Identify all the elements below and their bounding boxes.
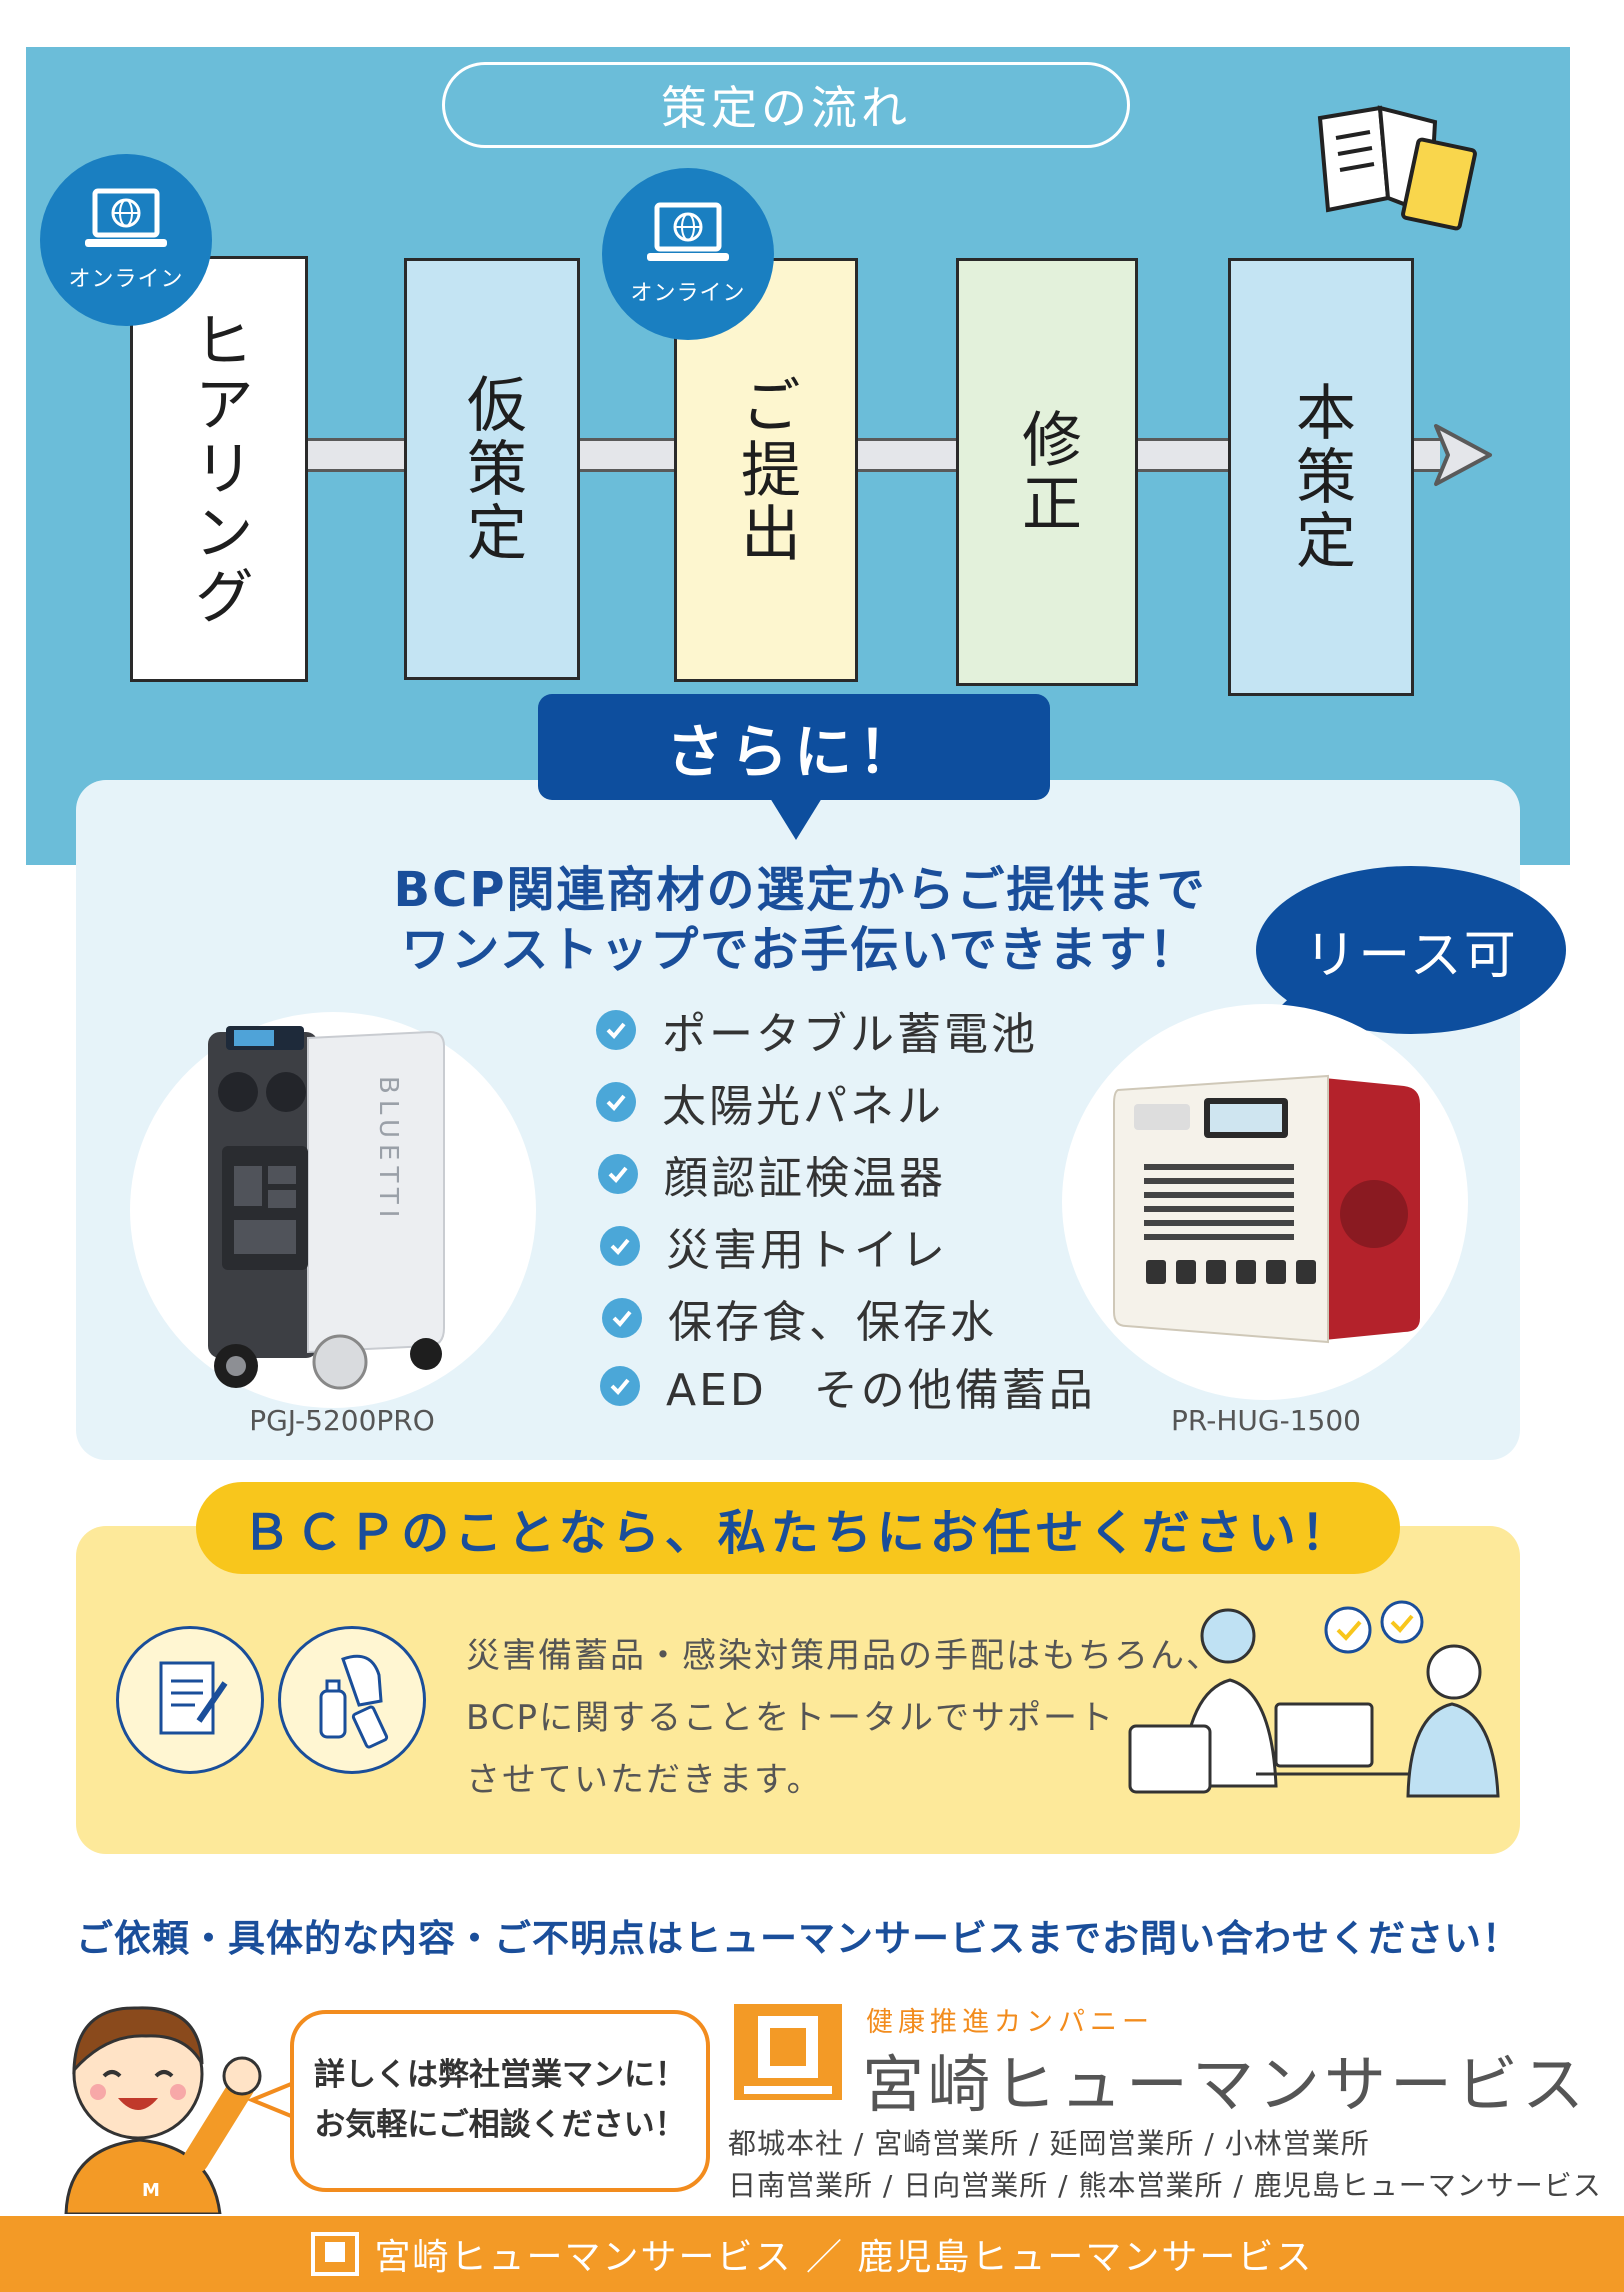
list-item-label: 顔認証検温器 xyxy=(664,1153,946,1204)
list-item: 保存食、保存水 xyxy=(602,1286,1162,1350)
svg-text:M: M xyxy=(142,2180,160,2201)
online-badge: オンライン xyxy=(40,154,212,326)
power-station-image xyxy=(1113,1074,1420,1344)
flow-step-label: 仮策定 xyxy=(456,373,527,565)
check-icon xyxy=(596,1010,636,1050)
speech-line-1: 詳しくは弊社営業マンに！ xyxy=(314,2057,686,2094)
supplies-icon xyxy=(278,1626,426,1774)
office-list-2: 日南営業所 / 日向営業所 / 熊本営業所 / 鹿児島ヒューマンサービス xyxy=(728,2169,1602,2202)
list-item-label: AED その他備蓄品 xyxy=(666,1365,1096,1416)
company-logo-icon xyxy=(734,2004,842,2100)
list-item: 太陽光パネル xyxy=(596,1070,1156,1134)
flow-step-hearing: ヒアリング xyxy=(130,256,308,682)
flow-step-label: 本策定 xyxy=(1285,381,1356,573)
list-item: 災害用トイレ xyxy=(600,1214,1160,1278)
products-headline-2: ワンストップでお手伝いできます！ xyxy=(401,922,1199,978)
laptop-icon xyxy=(647,202,729,261)
contact-message: ご依頼・具体的な内容・ご不明点はヒューマンサービスまでお問い合わせください！ xyxy=(76,1917,1520,1960)
list-item-label: 災害用トイレ xyxy=(666,1225,948,1276)
check-icon xyxy=(596,1082,636,1122)
svg-text:BLUETTI: BLUETTI xyxy=(373,1076,403,1223)
flow-step-revise: 修正 xyxy=(956,258,1138,686)
furthermore-badge-tip xyxy=(770,798,822,840)
online-label: オンライン xyxy=(68,267,184,292)
products-headline-1: BCP関連商材の選定からご提供まで xyxy=(393,862,1207,918)
check-icon xyxy=(598,1154,638,1194)
speech-line-2: お気軽にご相談ください！ xyxy=(314,2107,686,2143)
list-item-label: 保存食、保存水 xyxy=(668,1297,997,1348)
list-item-label: 太陽光パネル xyxy=(662,1081,944,1132)
online-badge: オンライン xyxy=(602,168,774,340)
online-label: オンライン xyxy=(630,281,746,306)
list-item: ポータブル蓄電池 xyxy=(596,998,1156,1062)
office-list-1: 都城本社 / 宮崎営業所 / 延岡営業所 / 小林営業所 xyxy=(728,2127,1370,2160)
speech-bubble-tail xyxy=(248,2080,297,2120)
lease-badge: リース可 xyxy=(1256,866,1566,1034)
flow-step-final: 本策定 xyxy=(1228,258,1414,696)
brand-name: 宮崎ヒューマンサービス xyxy=(862,2048,1589,2121)
portable-battery-image: BLUETTI xyxy=(208,1026,445,1390)
support-text-3: させていただきます。 xyxy=(466,1760,823,1800)
flow-step-label: 修正 xyxy=(1011,408,1082,536)
brand-tagline: 健康推進カンパニー xyxy=(866,2007,1154,2038)
flow-step-draft: 仮策定 xyxy=(404,258,580,680)
footer-bar: 宮崎ヒューマンサービス ／ 鹿児島ヒューマンサービス xyxy=(0,2216,1624,2292)
furthermore-badge: さらに！ xyxy=(538,694,1050,800)
list-item-label: ポータブル蓄電池 xyxy=(662,1009,1038,1060)
product-caption-left: PGJ-5200PRO xyxy=(249,1404,435,1437)
flow-title: 策定の流れ xyxy=(442,62,1130,148)
flow-arrow-head xyxy=(1434,424,1492,486)
support-title: ＢＣＰのことなら、私たちにお任せください！ xyxy=(196,1482,1400,1574)
list-item: AED その他備蓄品 xyxy=(600,1354,1160,1418)
salesman-illustration: M xyxy=(64,2006,262,2214)
company-logo-icon xyxy=(310,2232,359,2276)
support-text-1: 災害備蓄品・感染対策用品の手配はもちろん、 xyxy=(466,1636,1222,1676)
speech-bubble: 詳しくは弊社営業マンに！ お気軽にご相談ください！ xyxy=(290,2010,710,2192)
flow-step-label: ご提出 xyxy=(730,374,801,566)
list-item: 顔認証検温器 xyxy=(598,1142,1158,1206)
check-icon xyxy=(602,1298,642,1338)
check-icon xyxy=(600,1226,640,1266)
consultation-illustration xyxy=(1128,1600,1500,1798)
document-icon xyxy=(116,1626,264,1774)
footer-text: 宮崎ヒューマンサービス ／ 鹿児島ヒューマンサービス xyxy=(374,2237,1314,2278)
check-icon xyxy=(600,1366,640,1406)
book-icon xyxy=(1317,105,1477,231)
support-text-2: BCPに関することをトータルでサポート xyxy=(466,1698,1115,1738)
laptop-icon xyxy=(85,188,167,247)
flow-step-label: ヒアリング xyxy=(183,309,254,629)
product-caption-right: PR-HUG-1500 xyxy=(1171,1404,1361,1437)
